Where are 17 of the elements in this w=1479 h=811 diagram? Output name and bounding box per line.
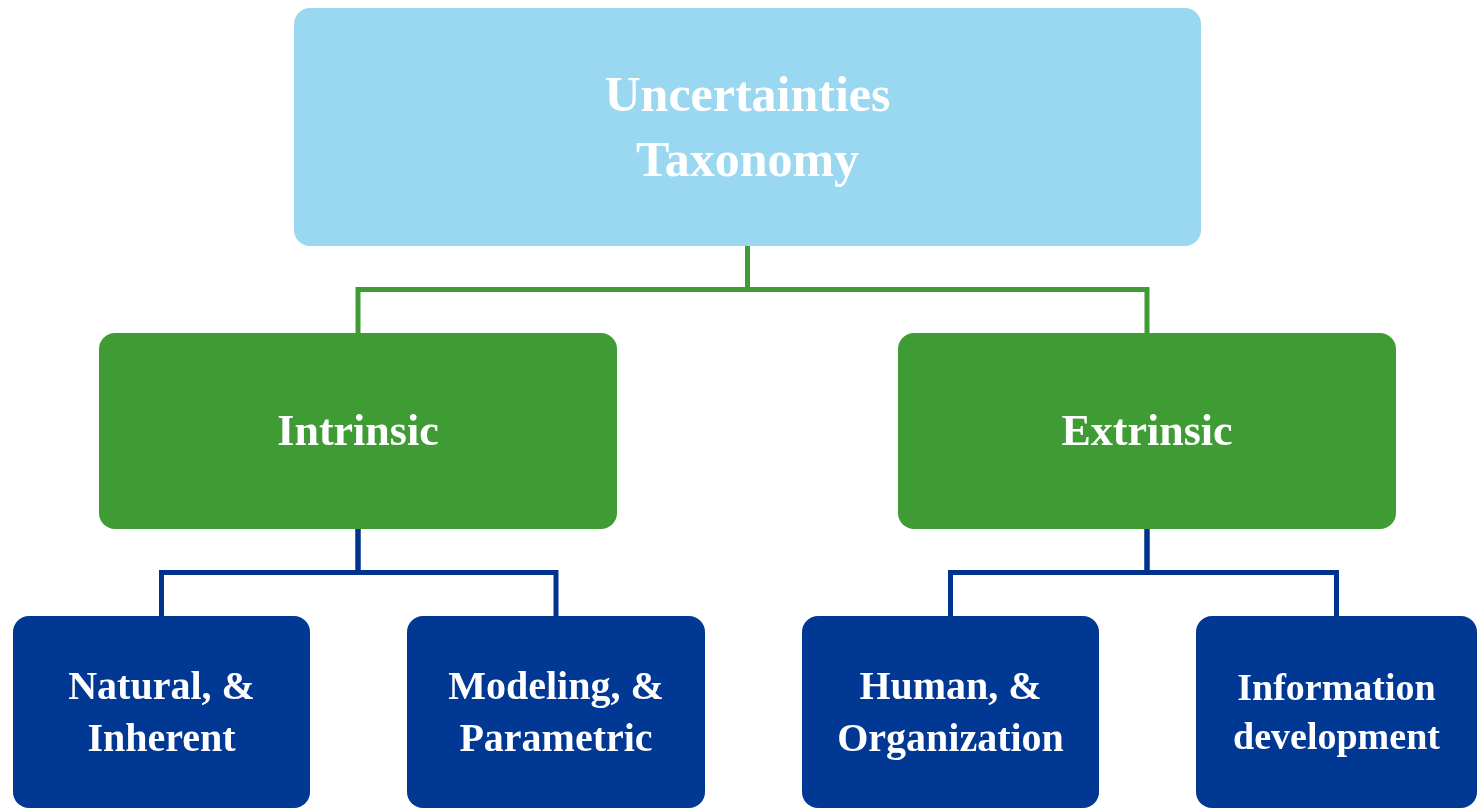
root-box — [294, 8, 1201, 246]
connector-line — [1144, 529, 1339, 616]
connector-line — [355, 529, 559, 616]
connector-line — [745, 246, 1150, 333]
node-label: Intrinsic — [277, 405, 439, 458]
node-label: Natural, & Inherent — [67, 662, 256, 762]
node-label: Uncertainties Taxonomy — [603, 65, 892, 189]
subcategory-box — [407, 616, 705, 808]
node-label: Human, & Organization — [836, 662, 1065, 762]
category-box — [898, 333, 1396, 529]
subcategory-box — [13, 616, 310, 808]
node-label: Modeling, & Parametric — [447, 662, 665, 762]
subcategory-box — [1196, 616, 1477, 808]
node-label: Extrinsic — [1061, 405, 1233, 458]
node-label: Information development — [1232, 664, 1441, 759]
category-box — [99, 333, 617, 529]
subcategory-box — [802, 616, 1099, 808]
